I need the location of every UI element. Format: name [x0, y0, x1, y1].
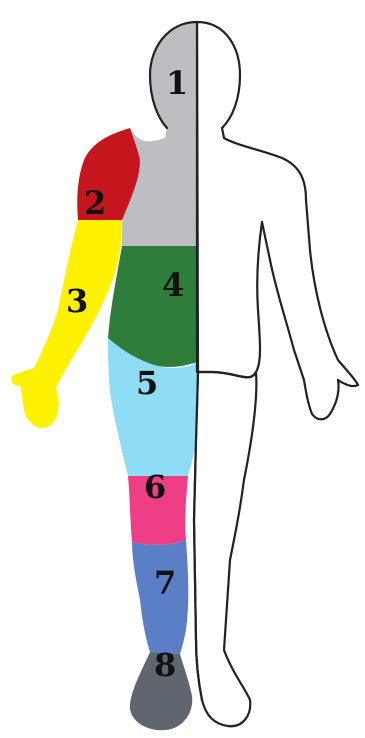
region-3-arm-hand: [11, 220, 122, 428]
region-label-4: 4: [162, 266, 184, 304]
region-1-head-chest: [122, 22, 197, 246]
region-label-3: 3: [66, 282, 88, 320]
body-outline-right-half: [194, 22, 358, 726]
region-label-7: 7: [154, 564, 176, 602]
region-label-6: 6: [144, 468, 166, 506]
region-label-1: 1: [166, 64, 188, 102]
region-label-8: 8: [154, 646, 176, 684]
region-label-2: 2: [84, 184, 106, 222]
region-label-5: 5: [136, 364, 158, 402]
